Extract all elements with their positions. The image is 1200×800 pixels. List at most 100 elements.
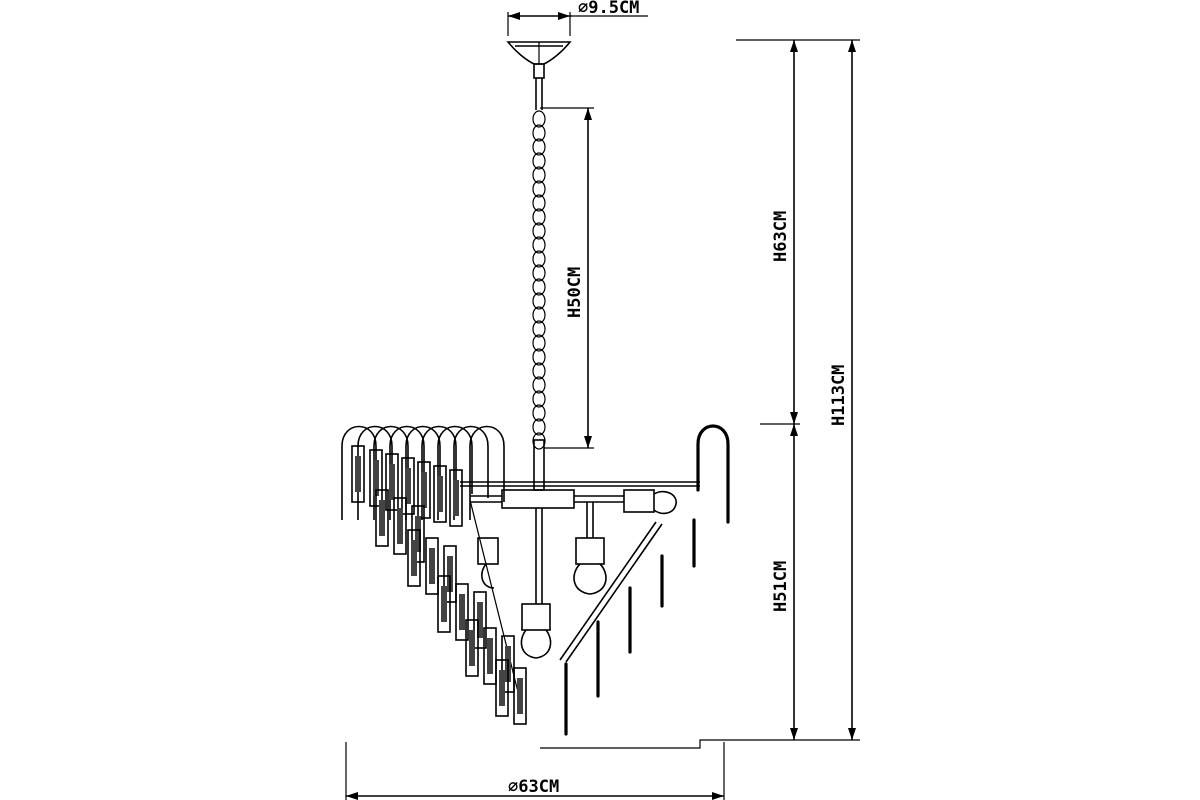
chain-link: [532, 334, 546, 352]
crystal-panel: [437, 575, 451, 633]
bulb-icon: [481, 563, 495, 589]
chain-link: [532, 278, 546, 296]
bulb-holder: [520, 603, 552, 659]
crystal-hook: [453, 425, 489, 520]
crystal-texture: [411, 540, 417, 576]
arrow-icon: [346, 792, 358, 800]
crystal-panel: [449, 469, 463, 527]
crystal-texture: [447, 556, 453, 592]
arrow-icon: [558, 12, 570, 20]
crystal-panel: [375, 489, 389, 547]
crystal-panel: [385, 453, 399, 511]
crystal-texture: [459, 594, 465, 630]
crystal-texture: [373, 460, 379, 496]
chain-link: [532, 124, 546, 142]
crystal-panel: [513, 667, 527, 725]
bulb-holder: [477, 537, 499, 589]
upper-height-label: H63CM: [771, 211, 791, 262]
bulb-holder: [623, 489, 677, 515]
crystal-texture: [379, 500, 385, 536]
chain-link: [532, 166, 546, 184]
arrow-icon: [790, 728, 798, 740]
chain-link: [532, 194, 546, 212]
crystal-hook: [373, 425, 409, 520]
canopy-diameter-label: ⌀9.5CM: [578, 0, 639, 18]
chain-link: [532, 390, 546, 408]
canopy-diameter-dimension: ⌀9.5CM: [507, 0, 648, 36]
crystal-texture: [429, 548, 435, 584]
chain-link: [532, 404, 546, 422]
bulb-icon: [520, 629, 552, 659]
arrow-icon: [848, 728, 856, 740]
crystal-panel: [465, 619, 479, 677]
crystal-texture: [389, 464, 395, 500]
crystal-hook: [421, 425, 457, 520]
chain-link: [532, 138, 546, 156]
crystal-hook: [469, 425, 505, 520]
crystal-panel: [425, 537, 439, 595]
crystal-texture: [415, 516, 421, 552]
crystal-texture: [469, 630, 475, 666]
chain-link: [532, 376, 546, 394]
crystal-panel: [411, 505, 425, 563]
crystal-texture: [441, 586, 447, 622]
chain-link: [532, 180, 546, 198]
crystal-texture: [421, 472, 427, 508]
arrow-icon: [848, 40, 856, 52]
crystal-texture: [437, 476, 443, 512]
chain-link: [532, 348, 546, 366]
chain-link: [532, 432, 546, 450]
crystal-texture: [499, 670, 505, 706]
chain-link: [532, 208, 546, 226]
crystal-texture: [517, 678, 523, 714]
right-crystal-rods: [564, 424, 730, 736]
chain-link: [532, 306, 546, 324]
crystal-texture: [405, 468, 411, 504]
crystal-hook: [389, 425, 425, 520]
height-dimensions: H63CM H51CM H113CM: [540, 39, 860, 749]
width-dimension: ⌀63CM: [345, 742, 725, 800]
extension-line: [540, 739, 860, 749]
suspension-chain: [532, 78, 546, 491]
crystal-panel: [351, 445, 365, 503]
crystal-texture: [453, 480, 459, 516]
crystal-hook: [341, 425, 377, 520]
chandelier-frame: [460, 481, 700, 701]
chain-link: [532, 250, 546, 268]
bulb-icon: [573, 563, 607, 595]
bulb-icon: [653, 490, 677, 515]
crystal-panel: [407, 529, 421, 587]
arrow-icon: [790, 40, 798, 52]
canopy-nut: [533, 63, 545, 79]
total-height-label: H113CM: [829, 365, 849, 426]
chain-links: [532, 110, 546, 450]
chain-height-dimension: H50CM: [540, 107, 594, 449]
crystal-hook: [437, 425, 473, 520]
arrow-icon: [790, 412, 798, 424]
chain-link: [532, 110, 546, 128]
crystal-texture: [487, 638, 493, 674]
crystal-panel: [433, 465, 447, 523]
center-hub: [501, 489, 575, 509]
arrow-icon: [712, 792, 724, 800]
chain-link: [532, 418, 546, 436]
crystal-panel: [455, 583, 469, 641]
chain-link: [532, 264, 546, 282]
ceiling-canopy: [506, 41, 572, 79]
crystal-hook: [405, 425, 441, 520]
bulb-holder: [573, 502, 607, 595]
diagonal-support: [559, 521, 657, 661]
width-label: ⌀63CM: [508, 777, 559, 797]
chain-link: [532, 362, 546, 380]
left-crystal-hooks: [341, 425, 505, 520]
crystal-texture: [477, 602, 483, 638]
chain-link: [532, 292, 546, 310]
arrow-icon: [584, 108, 592, 120]
crystal-panel: [401, 457, 415, 515]
arrow-icon: [790, 424, 798, 436]
arrow-icon: [584, 436, 592, 448]
crystal-texture: [355, 456, 361, 492]
chain-height-label: H50CM: [565, 267, 585, 318]
